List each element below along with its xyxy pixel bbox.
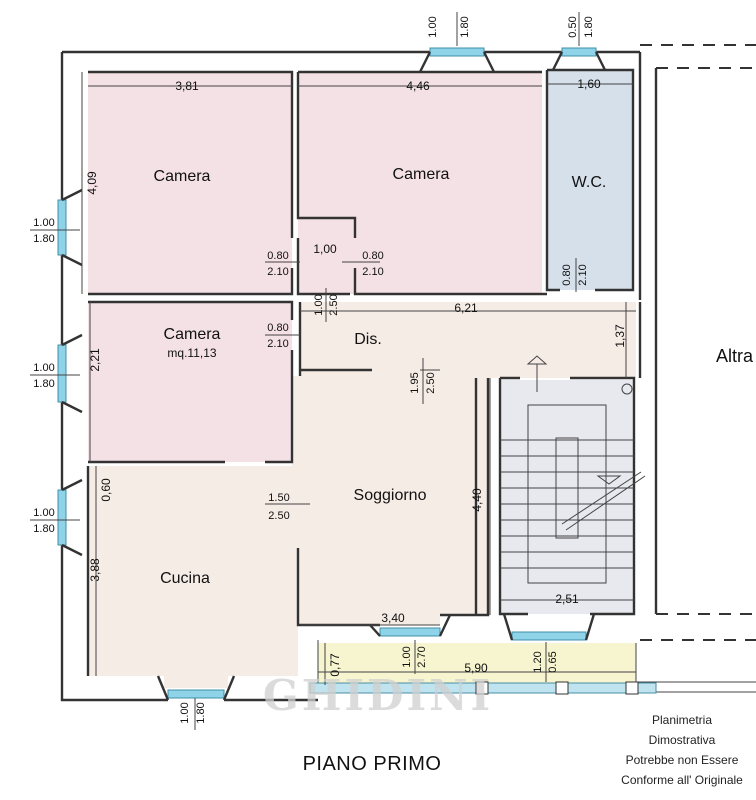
door-annotation-1: 0.80 2.10 <box>267 250 288 278</box>
dim-5-90: 5,90 <box>464 661 488 675</box>
dim-0-77: 0,77 <box>328 653 342 677</box>
room-living-fill <box>88 302 636 688</box>
window-splays <box>61 51 607 701</box>
svg-text:1.95: 1.95 <box>409 372 421 393</box>
label-dis: Dis. <box>354 331 382 348</box>
svg-text:Dimostrativa: Dimostrativa <box>649 733 716 747</box>
outer-wall <box>60 50 640 702</box>
dim-6-21: 6,21 <box>454 301 478 315</box>
svg-text:2.50: 2.50 <box>425 372 437 393</box>
svg-text:2.10: 2.10 <box>577 264 589 285</box>
label-soggiorno: Soggiorno <box>354 487 427 504</box>
label-camera-1: Camera <box>154 168 211 185</box>
watermark: GHIDINI <box>263 671 493 720</box>
label-camera-3-area: mq.11,13 <box>167 346 216 360</box>
label-altra: Altra <box>716 346 754 366</box>
dashed-boundary <box>640 44 756 69</box>
svg-text:2.10: 2.10 <box>362 266 383 278</box>
svg-text:1.00: 1.00 <box>427 16 439 37</box>
svg-text:1.80: 1.80 <box>33 378 54 390</box>
dashed-boundary-lower <box>640 613 756 641</box>
dim-0-60: 0,60 <box>99 478 113 502</box>
svg-text:0.80: 0.80 <box>362 250 383 262</box>
svg-text:Planimetria: Planimetria <box>652 713 712 727</box>
stairs <box>500 355 646 584</box>
window-annotation-bottom-1: 1.00 1.80 <box>179 698 207 730</box>
balcony-fill <box>318 643 636 685</box>
svg-text:1.80: 1.80 <box>583 16 595 37</box>
svg-text:0.80: 0.80 <box>561 264 573 285</box>
dimension-lines <box>30 72 636 685</box>
svg-text:2.10: 2.10 <box>267 338 288 350</box>
stairwell-fill <box>500 380 634 614</box>
svg-text:1.20: 1.20 <box>532 651 544 672</box>
svg-text:1.80: 1.80 <box>33 523 54 535</box>
room-camera-2-fill <box>298 72 542 294</box>
svg-text:Potrebbe non Essere: Potrebbe non Essere <box>626 753 739 767</box>
window-annotation-left-2: 1.00 1.80 <box>33 362 54 390</box>
dim-2-21: 2,21 <box>88 348 102 372</box>
dim-4-09: 4,09 <box>85 171 99 195</box>
door-annotation-balcony: 1.00 2.70 <box>401 640 428 674</box>
svg-text:1.00: 1.00 <box>179 702 191 723</box>
svg-text:1.00: 1.00 <box>33 507 54 519</box>
svg-text:2.50: 2.50 <box>268 510 289 522</box>
plan-title: PIANO PRIMO <box>303 753 442 775</box>
svg-text:1.80: 1.80 <box>195 702 207 723</box>
balcony-windows <box>309 681 657 695</box>
svg-text:1.00: 1.00 <box>313 294 325 315</box>
door-annotation-balcony-2: 1.20 0.65 <box>532 642 559 682</box>
svg-text:0.50: 0.50 <box>567 16 579 37</box>
room-camera-3-fill <box>88 302 292 462</box>
door-annotation-wc: 0.80 2.10 <box>561 258 589 292</box>
door-annotation-soggiorno-2: 1.50 2.50 <box>268 492 289 522</box>
svg-text:1.00: 1.00 <box>33 217 54 229</box>
dim-3-88: 3,88 <box>88 558 102 582</box>
window-annotation-top-1: 1.00 1.80 <box>427 12 471 46</box>
svg-text:1.00: 1.00 <box>33 362 54 374</box>
dim-1-60: 1,60 <box>577 77 601 91</box>
stairwell-walls <box>498 376 636 616</box>
svg-text:0.80: 0.80 <box>267 322 288 334</box>
svg-text:1.00: 1.00 <box>401 646 413 667</box>
interior-walls <box>86 68 635 676</box>
door-annotation-3: 0.80 2.10 <box>267 322 288 350</box>
svg-text:2.10: 2.10 <box>267 266 288 278</box>
dim-3-81: 3,81 <box>175 79 199 93</box>
room-wc-fill <box>547 70 633 290</box>
room-camera-1-fill <box>88 72 292 294</box>
disclaimer-note: Planimetria Dimostrativa Potrebbe non Es… <box>621 713 743 787</box>
door-annotation-2: 0.80 2.10 <box>362 250 383 278</box>
svg-text:0.65: 0.65 <box>547 651 559 672</box>
svg-text:1.50: 1.50 <box>268 492 289 504</box>
label-camera-2: Camera <box>393 166 450 183</box>
window-annotation-top-2: 0.50 1.80 <box>567 12 595 46</box>
door-annotation-dis: 1.00 2.50 <box>313 288 340 322</box>
dim-2-51: 2,51 <box>555 592 579 606</box>
dim-1-00-door: 1,00 <box>313 242 337 256</box>
svg-text:Conforme all' Originale: Conforme all' Originale <box>621 773 743 787</box>
svg-text:2.70: 2.70 <box>416 646 428 667</box>
dim-1-37: 1,37 <box>613 324 627 348</box>
window-annotation-left-3: 1.00 1.80 <box>33 507 54 535</box>
svg-text:2.50: 2.50 <box>328 294 340 315</box>
svg-text:1.80: 1.80 <box>33 233 54 245</box>
dim-4-46: 4,46 <box>406 79 430 93</box>
label-wc: W.C. <box>572 174 607 191</box>
window-annotation-left-1: 1.00 1.80 <box>33 217 54 245</box>
svg-text:0.80: 0.80 <box>267 250 288 262</box>
windows <box>57 47 597 699</box>
svg-text:1.80: 1.80 <box>459 16 471 37</box>
dim-3-40: 3,40 <box>381 611 405 625</box>
label-cucina: Cucina <box>160 570 210 587</box>
label-camera-3: Camera <box>164 326 221 343</box>
door-annotation-soggiorno: 1.95 2.50 <box>409 358 437 404</box>
dim-4-40: 4,40 <box>470 488 484 512</box>
